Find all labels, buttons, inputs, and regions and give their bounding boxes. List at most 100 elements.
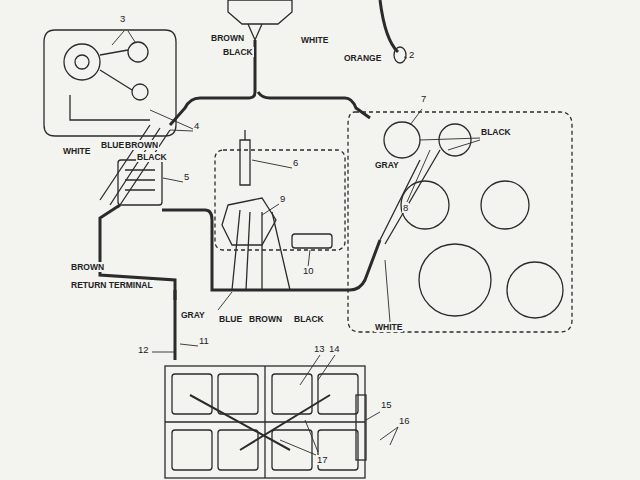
wire-color-label: ORANGE: [343, 53, 382, 63]
generator: [44, 30, 176, 136]
callout-number: 13: [313, 344, 326, 354]
components: [222, 130, 332, 248]
leader-lines: [404, 57, 407, 58]
battery-block: [165, 366, 365, 478]
wire-color-label: BLACK: [480, 127, 512, 137]
leader-lines: [280, 420, 318, 455]
leader-lines: [218, 292, 232, 310]
battery-block: [165, 366, 366, 478]
callout-number: 14: [328, 344, 341, 354]
wire-color-label: WHITE: [300, 35, 329, 45]
wire-color-label: BLACK: [293, 314, 325, 324]
battery-block: [272, 374, 312, 414]
gauges: [384, 122, 420, 158]
battery-block: [172, 374, 212, 414]
generator: [70, 50, 150, 120]
gauges: [384, 122, 563, 318]
harness-wires: [100, 125, 170, 208]
callout-number: 10: [302, 266, 315, 276]
components: [222, 198, 276, 245]
main-harness: [258, 92, 370, 118]
main-harness: [170, 40, 255, 125]
battery-block: [318, 374, 358, 414]
leader-lines: [150, 110, 193, 131]
generator: [75, 55, 89, 69]
callout-number: 8: [402, 203, 409, 213]
leader-lines: [112, 31, 135, 45]
leader-lines: [163, 178, 183, 182]
battery-block: [272, 430, 312, 470]
generator: [128, 42, 148, 62]
components: [240, 130, 250, 185]
key-switch: [248, 24, 262, 40]
callout-number: 3: [119, 14, 126, 24]
callout-number: 4: [193, 121, 200, 131]
leader-lines: [407, 150, 430, 202]
wire-color-label: BLUE: [218, 314, 243, 324]
wire-color-label: WHITE: [374, 322, 403, 332]
generator: [132, 84, 148, 100]
wire-color-label: GRAY: [180, 310, 206, 320]
leader-lines: [180, 344, 198, 346]
wire-color-label: BLACK: [222, 47, 254, 57]
main-harness: [380, 0, 398, 52]
regulator: [118, 160, 162, 205]
generator: [64, 44, 100, 80]
dashboard-outline: [348, 112, 572, 332]
main-harness: [100, 0, 398, 360]
callout-number: 12: [137, 345, 150, 355]
leader-lines: [410, 109, 422, 125]
leader-lines: [252, 160, 292, 168]
harness-wires: [232, 210, 290, 290]
gauges: [481, 181, 529, 229]
dashboard-outline: [215, 150, 345, 250]
regulator: [118, 160, 162, 205]
key-switch: [228, 0, 292, 24]
wire-color-label: BROWN: [70, 262, 105, 272]
battery-block: [190, 395, 330, 450]
callout-number: 16: [398, 416, 411, 426]
callout-number: 11: [198, 336, 210, 346]
battery-block: [356, 395, 366, 460]
leader-lines: [262, 204, 279, 215]
callout-number: 17: [316, 455, 329, 465]
callout-number: 5: [183, 172, 190, 182]
gauges: [439, 124, 471, 156]
wire-color-label: BROWN: [210, 33, 245, 43]
main-harness: [174, 290, 177, 300]
callout-number: 15: [380, 400, 393, 410]
wire-color-label: BROWN: [124, 140, 159, 150]
leader-lines: [420, 138, 480, 150]
leader-lines: [300, 355, 335, 385]
wire-color-label: BLACK: [136, 152, 168, 162]
leader-lines: [366, 412, 380, 420]
leader-lines: [380, 427, 398, 445]
leader-lines: [112, 31, 480, 455]
wire-color-label: WHITE: [62, 146, 91, 156]
regulator: [125, 170, 155, 190]
wire-color-label: RETURN TERMINAL: [70, 280, 154, 290]
callout-number: 9: [279, 194, 286, 204]
battery-block: [218, 430, 258, 470]
plug-2: [394, 47, 406, 63]
wire-color-label: GRAY: [374, 160, 400, 170]
callout-number: 2: [408, 50, 415, 60]
callout-number: 7: [420, 94, 427, 104]
plug-2: [394, 47, 406, 63]
wire-color-label: BROWN: [248, 314, 283, 324]
generator: [44, 30, 176, 136]
components: [292, 234, 332, 248]
leader-lines: [385, 260, 390, 322]
gauges: [507, 262, 563, 318]
battery-block: [172, 430, 212, 470]
wire-color-label: BLUE: [100, 140, 125, 150]
callout-number: 6: [292, 158, 299, 168]
gauges: [419, 244, 491, 316]
harness-wires: [100, 125, 440, 290]
gauges: [401, 181, 449, 229]
leader-lines: [152, 352, 175, 353]
dashboard-outline: [215, 112, 572, 332]
